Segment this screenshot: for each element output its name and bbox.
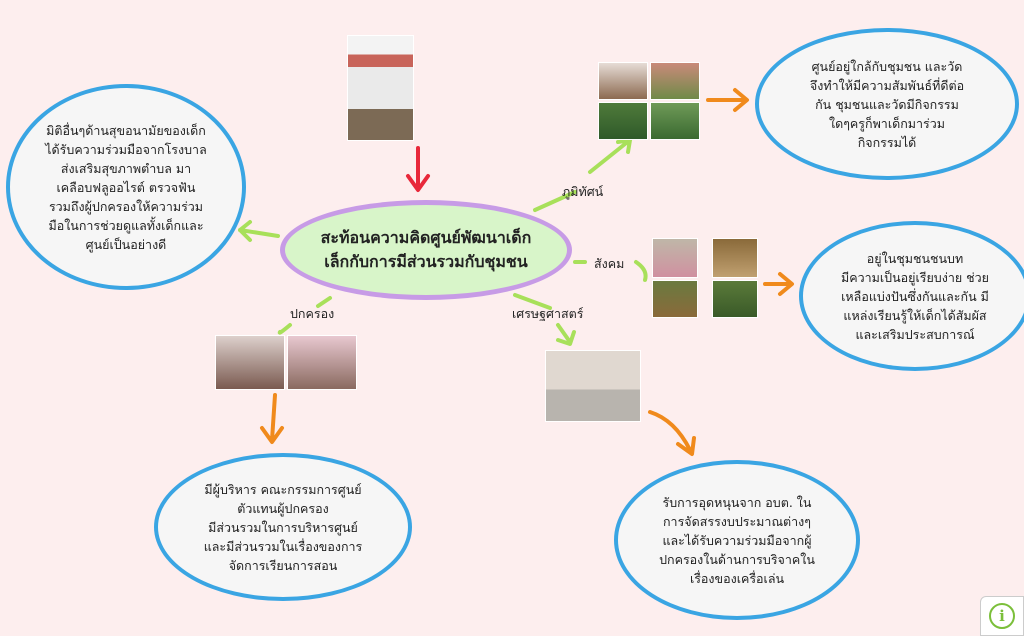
society-note[interactable]: อยู่ในชุมชนชนบท มีความเป็นอยู่เรียบง่าย … [799,221,1024,371]
health-text: มิติอื่นๆด้านสุขอนามัยของเด็ก ได้รับความ… [45,122,207,252]
label-governance[interactable]: ปกครอง [290,306,335,321]
society-text: อยู่ในชุมชนชนบท มีความเป็นอยู่เรียบง่าย … [841,250,989,342]
arrow-to-governance-text [260,393,284,444]
center-building-photo [347,35,414,141]
governance-text: มีผู้บริหาร คณะกรรมการศูนย์ ตัวแทนผู้ปกค… [203,481,363,573]
economics-note[interactable]: รับการอุดหนุนจาก อบต. ใน การจัดสรรงบประม… [614,460,860,620]
landscape-photo-1 [598,62,648,100]
arrow-to-society [573,260,648,282]
arrow-to-economics [513,293,576,346]
red-arrow [406,146,430,192]
governance-note[interactable]: มีผู้บริหาร คณะกรรมการศูนย์ ตัวแทนผู้ปกค… [154,453,412,601]
governance-photo-1 [215,335,285,390]
central-topic[interactable]: สะท้อนความคิดศูนย์พัฒนาเด็ก เล็กกับการมี… [280,200,572,300]
society-photo-1 [652,238,698,278]
arrow-to-society-text [763,272,794,296]
arrow-to-governance [277,296,332,335]
society-photo-2 [712,238,758,278]
label-economics[interactable]: เศรษฐศาสตร์ [512,306,584,321]
society-photo-3 [652,280,698,318]
arrow-to-landscape [533,138,632,212]
label-society[interactable]: สังคม [594,256,625,271]
landscape-text: ศูนย์อยู่ใกล้กับชุมชน และวัด จึงทำให้มีค… [809,58,965,150]
label-landscape[interactable]: ภูมิทัศน์ [562,184,604,199]
landscape-photo-2 [650,62,700,100]
health-note[interactable]: มิติอื่นๆด้านสุขอนามัยของเด็ก ได้รับความ… [6,84,246,290]
arrow-to-landscape-text [706,88,749,112]
landscape-note[interactable]: ศูนย์อยู่ใกล้กับชุมชน และวัด จึงทำให้มีค… [755,28,1019,180]
arrow-to-health [238,220,280,242]
landscape-photo-4 [650,102,700,140]
arrow-to-economics-text [648,410,696,456]
economics-photo [545,350,641,422]
economics-text: รับการอุดหนุนจาก อบต. ใน การจัดสรรงบประม… [659,494,815,586]
governance-photo-2 [287,335,357,390]
info-icon: i [989,603,1015,629]
info-button[interactable]: i [980,596,1024,636]
society-photo-4 [712,280,758,318]
landscape-photo-3 [598,102,648,140]
